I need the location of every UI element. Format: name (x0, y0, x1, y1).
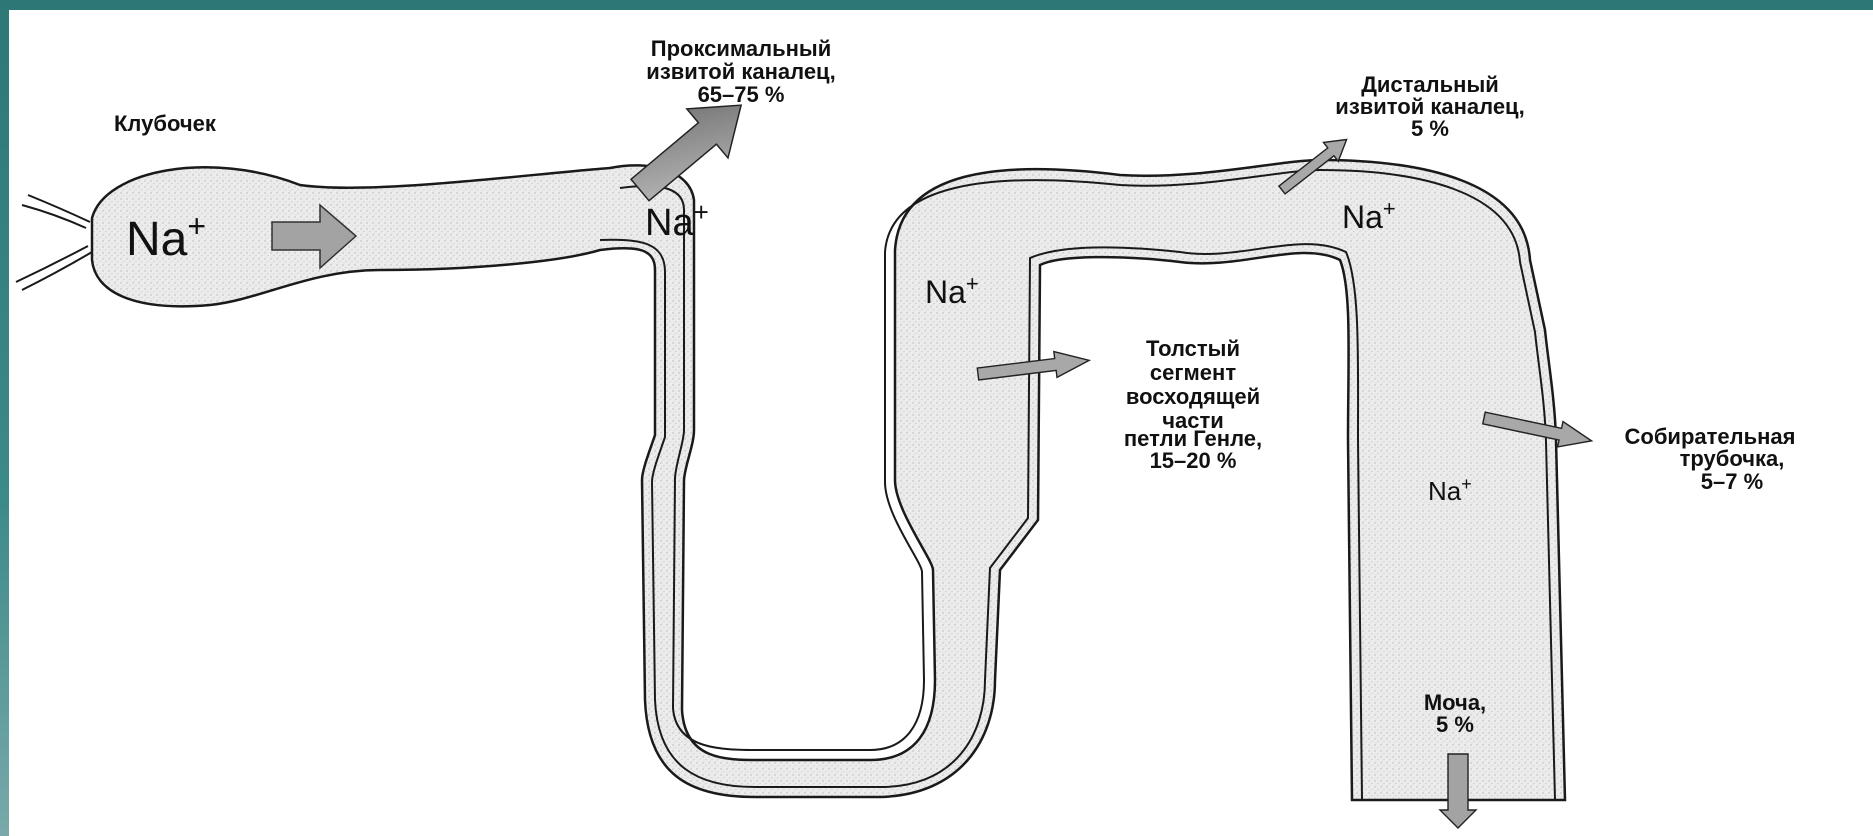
collecting-duct-label: Собирательная трубочка, 5–7 % (1625, 424, 1796, 494)
distal-label: Дистальный извитой каналец, 5 % (1335, 72, 1524, 141)
svg-text:65–75 %: 65–75 % (698, 82, 785, 107)
svg-text:восходящей: восходящей (1126, 384, 1260, 409)
svg-text:5 %: 5 % (1436, 712, 1474, 737)
svg-text:извитой каналец,: извитой каналец, (646, 59, 835, 84)
svg-text:Проксимальный: Проксимальный (651, 36, 832, 61)
na-ion-proximal: Na+ (645, 197, 709, 244)
svg-text:сегмент: сегмент (1150, 360, 1236, 385)
thick-ascending-label: Толстый сегмент восходящей части петли Г… (1124, 336, 1262, 473)
svg-text:5 %: 5 % (1411, 116, 1449, 141)
svg-text:Толстый: Толстый (1146, 336, 1240, 361)
svg-text:трубочка,: трубочка, (1680, 446, 1785, 471)
proximal-label: Проксимальный извитой каналец, 65–75 % (646, 36, 835, 107)
svg-text:5–7 %: 5–7 % (1701, 469, 1763, 494)
nephron-tubule (92, 160, 1565, 800)
glomerulus-vessels (16, 195, 92, 290)
glomerulus-label: Клубочек (114, 111, 217, 136)
svg-text:Na+: Na+ (645, 197, 709, 244)
svg-text:15–20 %: 15–20 % (1150, 448, 1237, 473)
